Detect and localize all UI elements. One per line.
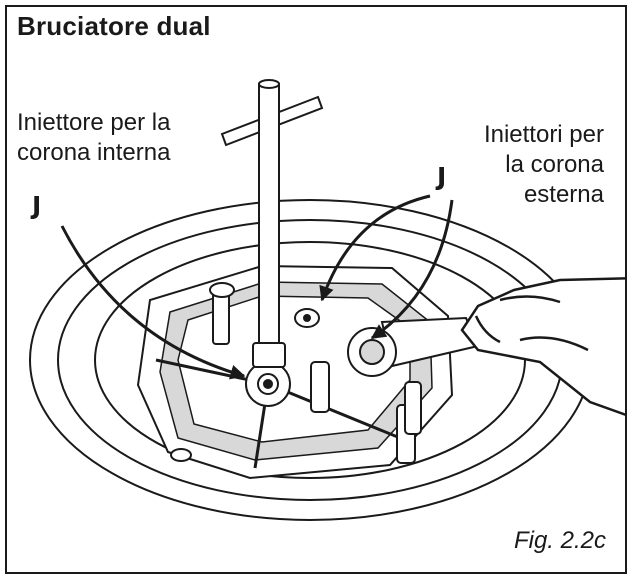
label-outer-line-2: la corona bbox=[505, 151, 604, 178]
figure-caption: Fig. 2.2c bbox=[513, 527, 606, 554]
label-outer-line-3: esterna bbox=[523, 181, 604, 208]
figure-title: Bruciatore dual bbox=[17, 11, 211, 41]
label-inner-line-2: corona interna bbox=[17, 139, 171, 166]
t-handle-key bbox=[220, 79, 324, 368]
injector-inner bbox=[257, 373, 279, 395]
reference-letter-outer: J bbox=[437, 162, 447, 191]
label-inner-injector: Iniettore per la corona interna bbox=[17, 108, 170, 168]
gloved-hand bbox=[460, 277, 625, 416]
label-outer-injectors: Iniettori per la corona esterna bbox=[484, 120, 604, 210]
electrodes bbox=[170, 282, 422, 464]
reference-letter-inner: J bbox=[32, 191, 42, 220]
label-inner-line-1: Iniettore per la bbox=[17, 109, 171, 136]
wrench bbox=[347, 316, 480, 377]
injector-outer-1 bbox=[294, 308, 320, 328]
label-outer-line-1: Iniettori per bbox=[483, 121, 604, 148]
callout-arrows bbox=[60, 194, 454, 380]
